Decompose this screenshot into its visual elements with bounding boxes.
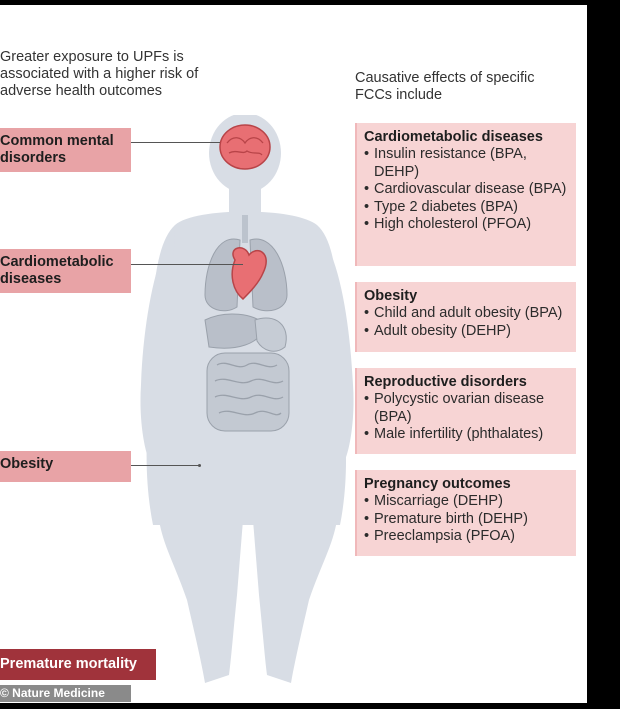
leader-line-obesity xyxy=(131,465,199,466)
left-intro-text: Greater exposure to UPFs is associated w… xyxy=(0,49,199,99)
effect-box-obesity: Obesity Child and adult obesity (BPA) Ad… xyxy=(355,282,576,352)
leader-dot-obesity xyxy=(198,464,201,467)
effect-box-cardiometabolic: Cardiometabolic diseases Insulin resista… xyxy=(355,123,576,266)
right-intro-text: Causative effects of specific FCCs inclu… xyxy=(355,70,535,103)
effect-item: Child and adult obesity (BPA) xyxy=(364,305,570,323)
effect-title: Reproductive disorders xyxy=(364,374,527,390)
outcome-tag-cardiometabolic: Cardiometabolic diseases xyxy=(0,249,131,293)
effect-title: Cardiometabolic diseases xyxy=(364,129,543,145)
effect-item: Premature birth (DEHP) xyxy=(364,511,570,529)
body-silhouette-illustration xyxy=(140,115,354,683)
outcome-tag-mental-disorders: Common mental disorders xyxy=(0,128,131,172)
effect-item: Preeclampsia (PFOA) xyxy=(364,528,570,546)
effect-title: Obesity xyxy=(364,288,418,304)
outcome-tag-premature-mortality: Premature mortality xyxy=(0,649,156,680)
effect-box-reproductive: Reproductive disorders Polycystic ovaria… xyxy=(355,368,576,454)
leader-line-mental xyxy=(131,142,220,143)
effect-item: High cholesterol (PFOA) xyxy=(364,216,570,234)
effect-item: Insulin resistance (BPA, DEHP) xyxy=(364,146,570,181)
effect-item: Miscarriage (DEHP) xyxy=(364,493,570,511)
leader-line-cardiometabolic xyxy=(131,264,243,265)
effect-item: Polycystic ovarian disease (BPA) xyxy=(364,391,570,426)
effect-item: Type 2 diabetes (BPA) xyxy=(364,199,570,217)
effect-item: Adult obesity (DEHP) xyxy=(364,323,570,341)
effect-item: Male infertility (phthalates) xyxy=(364,426,570,444)
heart-organ xyxy=(231,247,267,301)
image-credit: © Nature Medicine xyxy=(0,685,131,702)
effect-title: Pregnancy outcomes xyxy=(364,476,511,492)
infographic-panel: Greater exposure to UPFs is associated w… xyxy=(0,5,587,703)
brain-organ xyxy=(219,124,271,170)
outcome-tag-obesity: Obesity xyxy=(0,451,131,482)
effect-box-pregnancy: Pregnancy outcomes Miscarriage (DEHP) Pr… xyxy=(355,470,576,556)
effect-item: Cardiovascular disease (BPA) xyxy=(364,181,570,199)
